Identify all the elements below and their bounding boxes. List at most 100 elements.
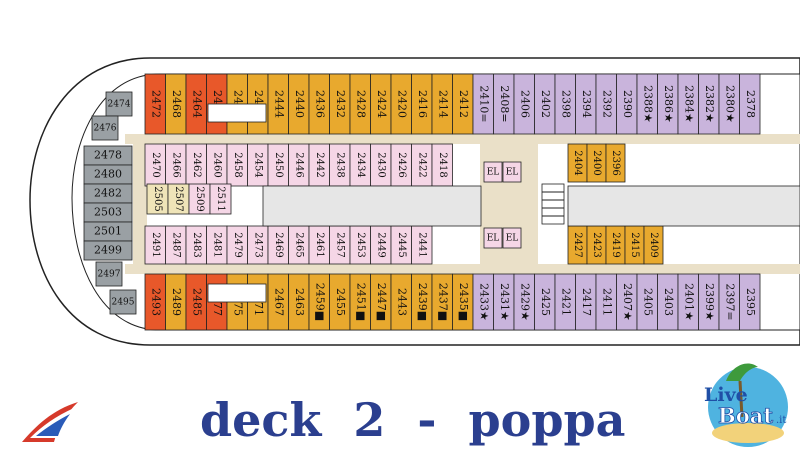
cabin-bot-outer: 2411 <box>600 288 613 316</box>
cabin-bot-inner: 2449 <box>375 232 386 257</box>
cabin-bot-outer: 2485 <box>190 288 203 316</box>
cabin-top-inner: 2466 <box>170 152 181 177</box>
elevator-box <box>483 227 503 249</box>
cabin-stern-curve-box <box>109 289 137 315</box>
cabin-bot-inner: 2461 <box>314 232 325 257</box>
cabin-top-inner-right: 2404 <box>572 150 583 175</box>
cabin-stern: 2478 <box>94 149 122 162</box>
cabin-top-inner: 2434 <box>355 152 366 177</box>
cabin-top-inner: 2458 <box>232 152 243 177</box>
cabin-top-inner-right: 2400 <box>591 150 602 175</box>
cabin-top-outer: 2432 <box>334 90 347 118</box>
cabin-bot-outer: 2447■ <box>375 283 388 321</box>
cabin-top-outer: 2444 <box>272 90 285 118</box>
cabin-bot-outer: 2405 <box>641 288 654 316</box>
cabin-bot-outer: 2451■ <box>354 283 367 321</box>
elevator-box <box>502 161 522 183</box>
elevator: EL <box>506 168 519 178</box>
brand-line2: Boat <box>718 403 773 428</box>
cabin-bot-inner-right: 2419 <box>610 232 621 257</box>
cabin-bot-outer: 2399★ <box>703 283 716 321</box>
cabin-stern: 2482 <box>94 187 122 200</box>
cabin-bot-inner: 2481 <box>211 232 222 257</box>
cabin-bot-inner: 2453 <box>355 232 366 257</box>
cabin-top-inner: 2460 <box>211 152 222 177</box>
cabin-top-outer: 2414 <box>436 90 449 118</box>
cabin-top-outer: 2380★ <box>723 85 736 123</box>
cabin-top-inner: 2422 <box>416 152 427 177</box>
brand-line1: Live <box>704 384 748 406</box>
elevator-box <box>483 161 503 183</box>
cabin-bot-outer: 2463 <box>293 288 306 316</box>
cabin-bot-outer: 2429★ <box>518 283 531 321</box>
central-block-left <box>262 185 482 227</box>
cabins-layer: 2472246824642456245224482444244024362432… <box>83 73 761 331</box>
cabin-bot-inner: 2473 <box>252 232 263 257</box>
cabin-bot-outer: 2401★ <box>682 283 695 321</box>
cabin-top-outer: 2402 <box>539 90 552 118</box>
stair-lobby <box>480 134 538 274</box>
cabin-top-inner: 2442 <box>314 152 325 177</box>
cabin-top-outer: 2416 <box>416 90 429 118</box>
cabin-top-outer: 2468 <box>170 90 183 118</box>
suite-fixture <box>207 103 267 123</box>
cabin-top-outer-box <box>739 73 761 135</box>
cabin-bot-inner: 2491 <box>150 232 161 257</box>
cabin-top-outer: 2398 <box>559 90 572 118</box>
cabin-top-inner-right-box <box>605 143 626 183</box>
cabin-top-outer: 2424 <box>375 90 388 118</box>
cabin-top-outer: 2472 <box>149 90 162 118</box>
elevator: EL <box>506 234 519 244</box>
cabin-bot-inner: 2445 <box>396 232 407 257</box>
cabin-top-inner: 2462 <box>191 152 202 177</box>
cabin-top-outer: 2406 <box>518 90 531 118</box>
cabin-bot-outer: 2403 <box>662 288 675 316</box>
cabin-bot-outer: 2439■ <box>416 283 429 321</box>
cabin-stern-curve-box <box>95 261 123 287</box>
cabin-bot-outer: 2397= <box>723 283 736 320</box>
cabin-mid: 2507 <box>173 186 184 211</box>
cabin-top-inner-right: 2396 <box>610 150 621 175</box>
cabin-bot-inner-right: 2427 <box>572 232 583 257</box>
cabin-stern-curve-box <box>105 91 133 117</box>
cabin-top-inner: 2418 <box>437 152 448 177</box>
cabin-bot-inner-right: 2409 <box>648 232 659 257</box>
cabin-mid-box <box>209 183 232 215</box>
cabin-stern: 2501 <box>94 225 122 238</box>
cabin-bot-outer: 2493 <box>149 288 162 316</box>
cabin-top-outer: 2394 <box>580 90 593 118</box>
deck-caption: deck 2 - poppa <box>200 393 626 447</box>
cabin-bot-outer: 2455 <box>334 288 347 316</box>
cabin-top-inner: 2450 <box>273 152 284 177</box>
cabin-top-inner: 2430 <box>375 152 386 177</box>
cabin-top-outer: 2410= <box>477 85 490 122</box>
corridor-top <box>125 134 800 144</box>
cabin-top-outer: 2390 <box>621 90 634 118</box>
cabin-mid: 2505 <box>152 186 163 211</box>
cabin-bot-inner-right: 2415 <box>629 232 640 257</box>
cabin-top-inner: 2438 <box>334 152 345 177</box>
corridor-bottom <box>125 264 800 274</box>
cabin-stern: 2480 <box>94 168 122 181</box>
brand-suffix: .it <box>776 415 786 426</box>
cabin-stern-curve-box <box>91 115 119 141</box>
cabin-top-outer: 2440 <box>293 90 306 118</box>
cabin-stern-curve: 2476 <box>94 124 117 134</box>
central-block-right <box>567 185 800 227</box>
cabin-mid: 2509 <box>194 186 205 211</box>
cabin-mid: 2511 <box>215 186 226 211</box>
cabin-top-outer: 2382★ <box>703 85 716 123</box>
cabin-stern: 2503 <box>94 206 122 219</box>
cabin-bot-outer: 2433★ <box>477 283 490 321</box>
carnival-logo-icon <box>22 402 78 442</box>
cabin-bot-inner-right: 2423 <box>591 232 602 257</box>
cabin-bot-outer: 2421 <box>559 288 572 316</box>
cabin-stern: 2499 <box>94 244 122 257</box>
cabin-bot-inner: 2483 <box>191 232 202 257</box>
cabin-bot-outer: 2417 <box>580 288 593 316</box>
cabin-top-inner: 2470 <box>150 152 161 177</box>
suite-fixture <box>207 283 267 303</box>
cabin-top-outer: 2388★ <box>641 85 654 123</box>
